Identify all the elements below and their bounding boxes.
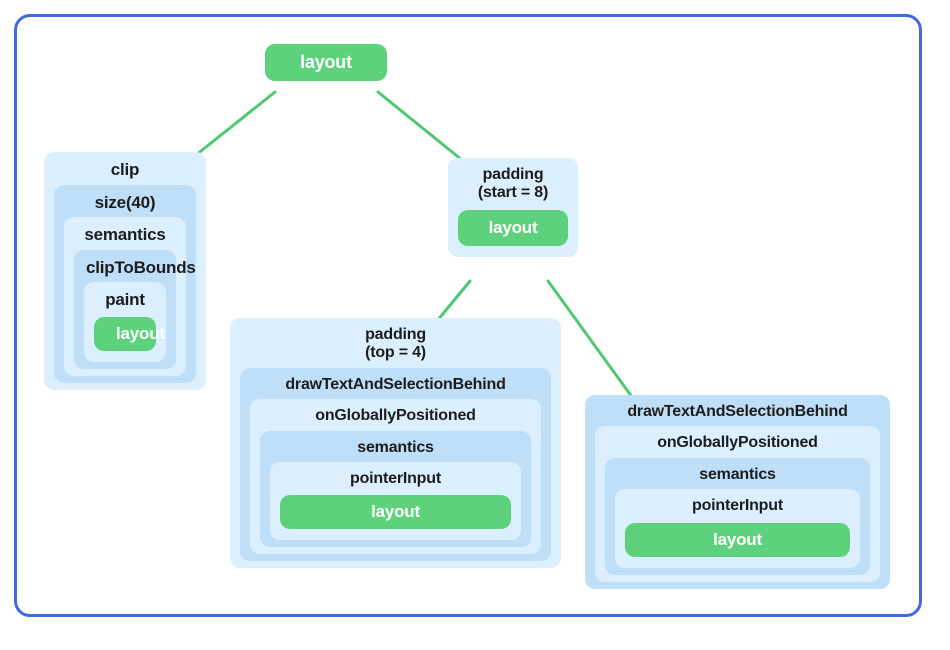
label-semantics: semantics — [357, 438, 434, 456]
label-pointerinput: pointerInput — [692, 497, 783, 515]
node-root-layout[interactable]: layout — [265, 44, 387, 81]
shell-padding-start[interactable]: padding (start = 8) layout — [448, 158, 578, 257]
label-clip: clip — [110, 160, 140, 179]
leaf-layout[interactable]: layout — [280, 495, 511, 530]
shell-pointerinput[interactable]: pointerInput layout — [615, 489, 860, 568]
shell-ongloballypositioned[interactable]: onGloballyPositioned semantics pointerIn… — [250, 399, 541, 555]
node-draw-text-right[interactable]: drawTextAndSelectionBehind onGloballyPos… — [585, 395, 890, 589]
label-drawtextandselectionbehind: drawTextAndSelectionBehind — [285, 375, 506, 393]
label-size: size(40) — [94, 192, 156, 212]
label-drawtextandselectionbehind: drawTextAndSelectionBehind — [627, 403, 848, 420]
shell-paint[interactable]: paint layout — [84, 282, 166, 362]
label-ongloballypositioned: onGloballyPositioned — [315, 407, 476, 425]
shell-cliptobounds[interactable]: clipToBounds paint layout — [74, 249, 196, 369]
node-padding-start[interactable]: padding (start = 8) layout — [448, 158, 578, 257]
shell-ongloballypositioned[interactable]: onGloballyPositioned semantics pointerIn… — [595, 426, 880, 582]
label-semantics: semantics — [84, 225, 166, 245]
shell-drawtextandselectionbehind[interactable]: drawTextAndSelectionBehind onGloballyPos… — [240, 367, 551, 562]
leaf-layout[interactable]: layout — [458, 209, 568, 246]
node-padding-top[interactable]: padding (top = 4) drawTextAndSelectionBe… — [230, 318, 561, 569]
shell-size[interactable]: size(40) semantics clipToBounds paint la… — [54, 184, 196, 383]
shell-drawtextandselectionbehind[interactable]: drawTextAndSelectionBehind onGloballyPos… — [585, 395, 890, 589]
shell-semantics[interactable]: semantics clipToBounds paint layout — [64, 217, 196, 376]
label-padding-start: padding (start = 8) — [477, 166, 549, 202]
label-semantics: semantics — [699, 465, 776, 483]
label-cliptobounds: clipToBounds — [86, 257, 196, 277]
shell-clip[interactable]: clip size(40) semantics clipToBounds pai… — [44, 152, 206, 390]
label-padding-top: padding (top = 4) — [365, 326, 426, 362]
shell-pointerinput[interactable]: pointerInput layout — [270, 461, 521, 541]
label-paint: paint — [105, 290, 145, 310]
shell-padding-top[interactable]: padding (top = 4) drawTextAndSelectionBe… — [230, 318, 561, 569]
leaf-layout[interactable]: layout — [94, 316, 165, 351]
leaf-layout[interactable]: layout — [625, 522, 850, 557]
shell-semantics[interactable]: semantics pointerInput layout — [260, 430, 531, 548]
label-ongloballypositioned: onGloballyPositioned — [657, 434, 818, 452]
node-clip[interactable]: clip size(40) semantics clipToBounds pai… — [44, 152, 206, 390]
shell-semantics[interactable]: semantics pointerInput layout — [605, 457, 870, 575]
label-pointerinput: pointerInput — [350, 469, 441, 487]
leaf-layout[interactable]: layout — [265, 44, 387, 81]
